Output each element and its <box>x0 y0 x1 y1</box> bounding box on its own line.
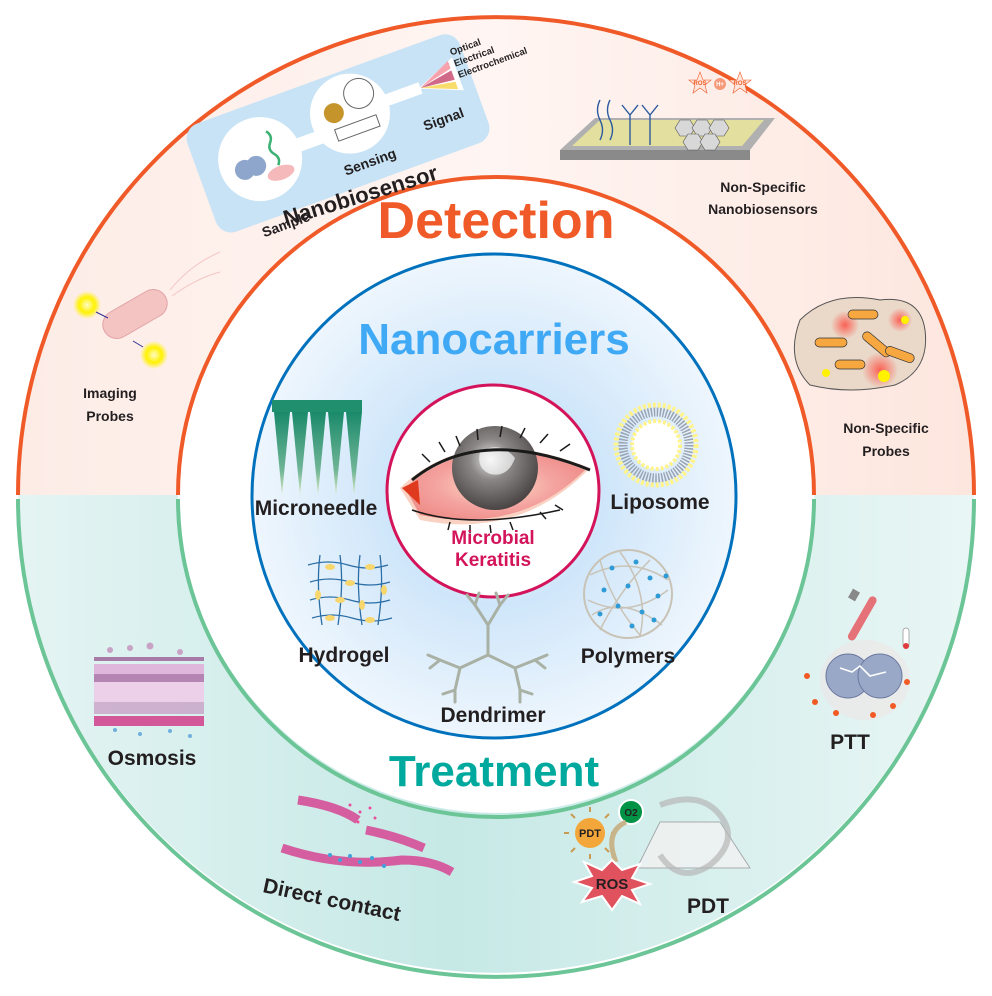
nanocarriers-title: Nanocarriers <box>358 315 629 364</box>
bacteria-ptt-icon <box>804 640 910 720</box>
non-specific-probes: Non-Specific Probes <box>793 297 929 459</box>
center-label-line2: Keratitis <box>455 550 531 571</box>
ros-label: ROS <box>596 876 629 893</box>
badge-ros-2: ROS <box>733 81 746 87</box>
nanocarrier-hydrogel: Hydrogel <box>298 554 393 667</box>
laser-icon <box>847 588 910 649</box>
ros-burst-icon: ROS <box>570 858 654 912</box>
badge-h-1: H+ <box>716 82 724 88</box>
membrane-icon <box>280 795 455 876</box>
ptt-label: PTT <box>830 731 870 754</box>
sensor-chip-icon <box>560 99 775 160</box>
non-specific-nanobiosensors: ROS H+ ROS Non-Specific Nanobiosensors <box>560 71 818 217</box>
pdt-arrow <box>609 819 628 863</box>
polymers-label: Polymers <box>581 645 676 668</box>
osmosis-tissue-icon <box>94 642 204 738</box>
hydrogel-label: Hydrogel <box>298 644 389 667</box>
liposome-icon <box>613 402 699 488</box>
signal-icon <box>418 57 464 91</box>
treatment-osmosis: Osmosis <box>94 642 204 770</box>
treatment-pdt: PDT O2 ROS PDT <box>564 796 751 918</box>
microneedle-icon <box>272 400 362 495</box>
pdt-tissue-icon <box>636 796 751 876</box>
badge-ros-1: ROS <box>693 81 706 87</box>
nanocarrier-polymers: Polymers <box>581 549 676 668</box>
imaging-probes: Imaging Probes <box>73 251 221 424</box>
bacterium-icon <box>73 251 221 369</box>
liposome-label: Liposome <box>610 491 709 514</box>
nanocarrier-liposome: Liposome <box>610 402 710 514</box>
oxygen-icon: O2 <box>618 799 644 825</box>
nns-label-line1: Non-Specific <box>720 179 806 195</box>
nsp-label-line2: Probes <box>862 443 910 459</box>
eye-illustration <box>400 425 591 534</box>
nsp-label-line1: Non-Specific <box>843 420 929 436</box>
nns-label-line2: Nanobiosensors <box>708 201 818 217</box>
dendrimer-icon <box>426 591 549 704</box>
imaging-label-line1: Imaging <box>83 385 137 401</box>
o2-label: O2 <box>624 808 638 819</box>
pdt-sun-label: PDT <box>579 828 601 840</box>
pdt-label: PDT <box>687 895 729 918</box>
detection-title: Detection <box>378 192 615 250</box>
polymers-icon <box>583 549 673 639</box>
treatment-title: Treatment <box>389 747 600 796</box>
microneedle-label: Microneedle <box>255 497 378 520</box>
sensing-icon <box>323 77 381 142</box>
ros-h-badges: ROS H+ ROS <box>688 71 752 94</box>
dendrimer-label: Dendrimer <box>440 704 545 727</box>
biofilm-icon <box>793 297 927 391</box>
imaging-label-line2: Probes <box>86 408 134 424</box>
nanocarrier-dendrimer: Dendrimer <box>426 591 549 727</box>
osmosis-label: Osmosis <box>108 747 197 770</box>
center-label-line1: Microbial <box>451 528 534 549</box>
nanocarrier-microneedle: Microneedle <box>255 400 378 520</box>
sample-icon <box>234 130 295 181</box>
center-eye-panel: Microbial Keratitis <box>385 383 601 599</box>
hydrogel-icon <box>307 554 393 626</box>
treatment-ptt: PTT <box>804 588 910 754</box>
pdt-sun-icon: PDT <box>564 807 616 859</box>
